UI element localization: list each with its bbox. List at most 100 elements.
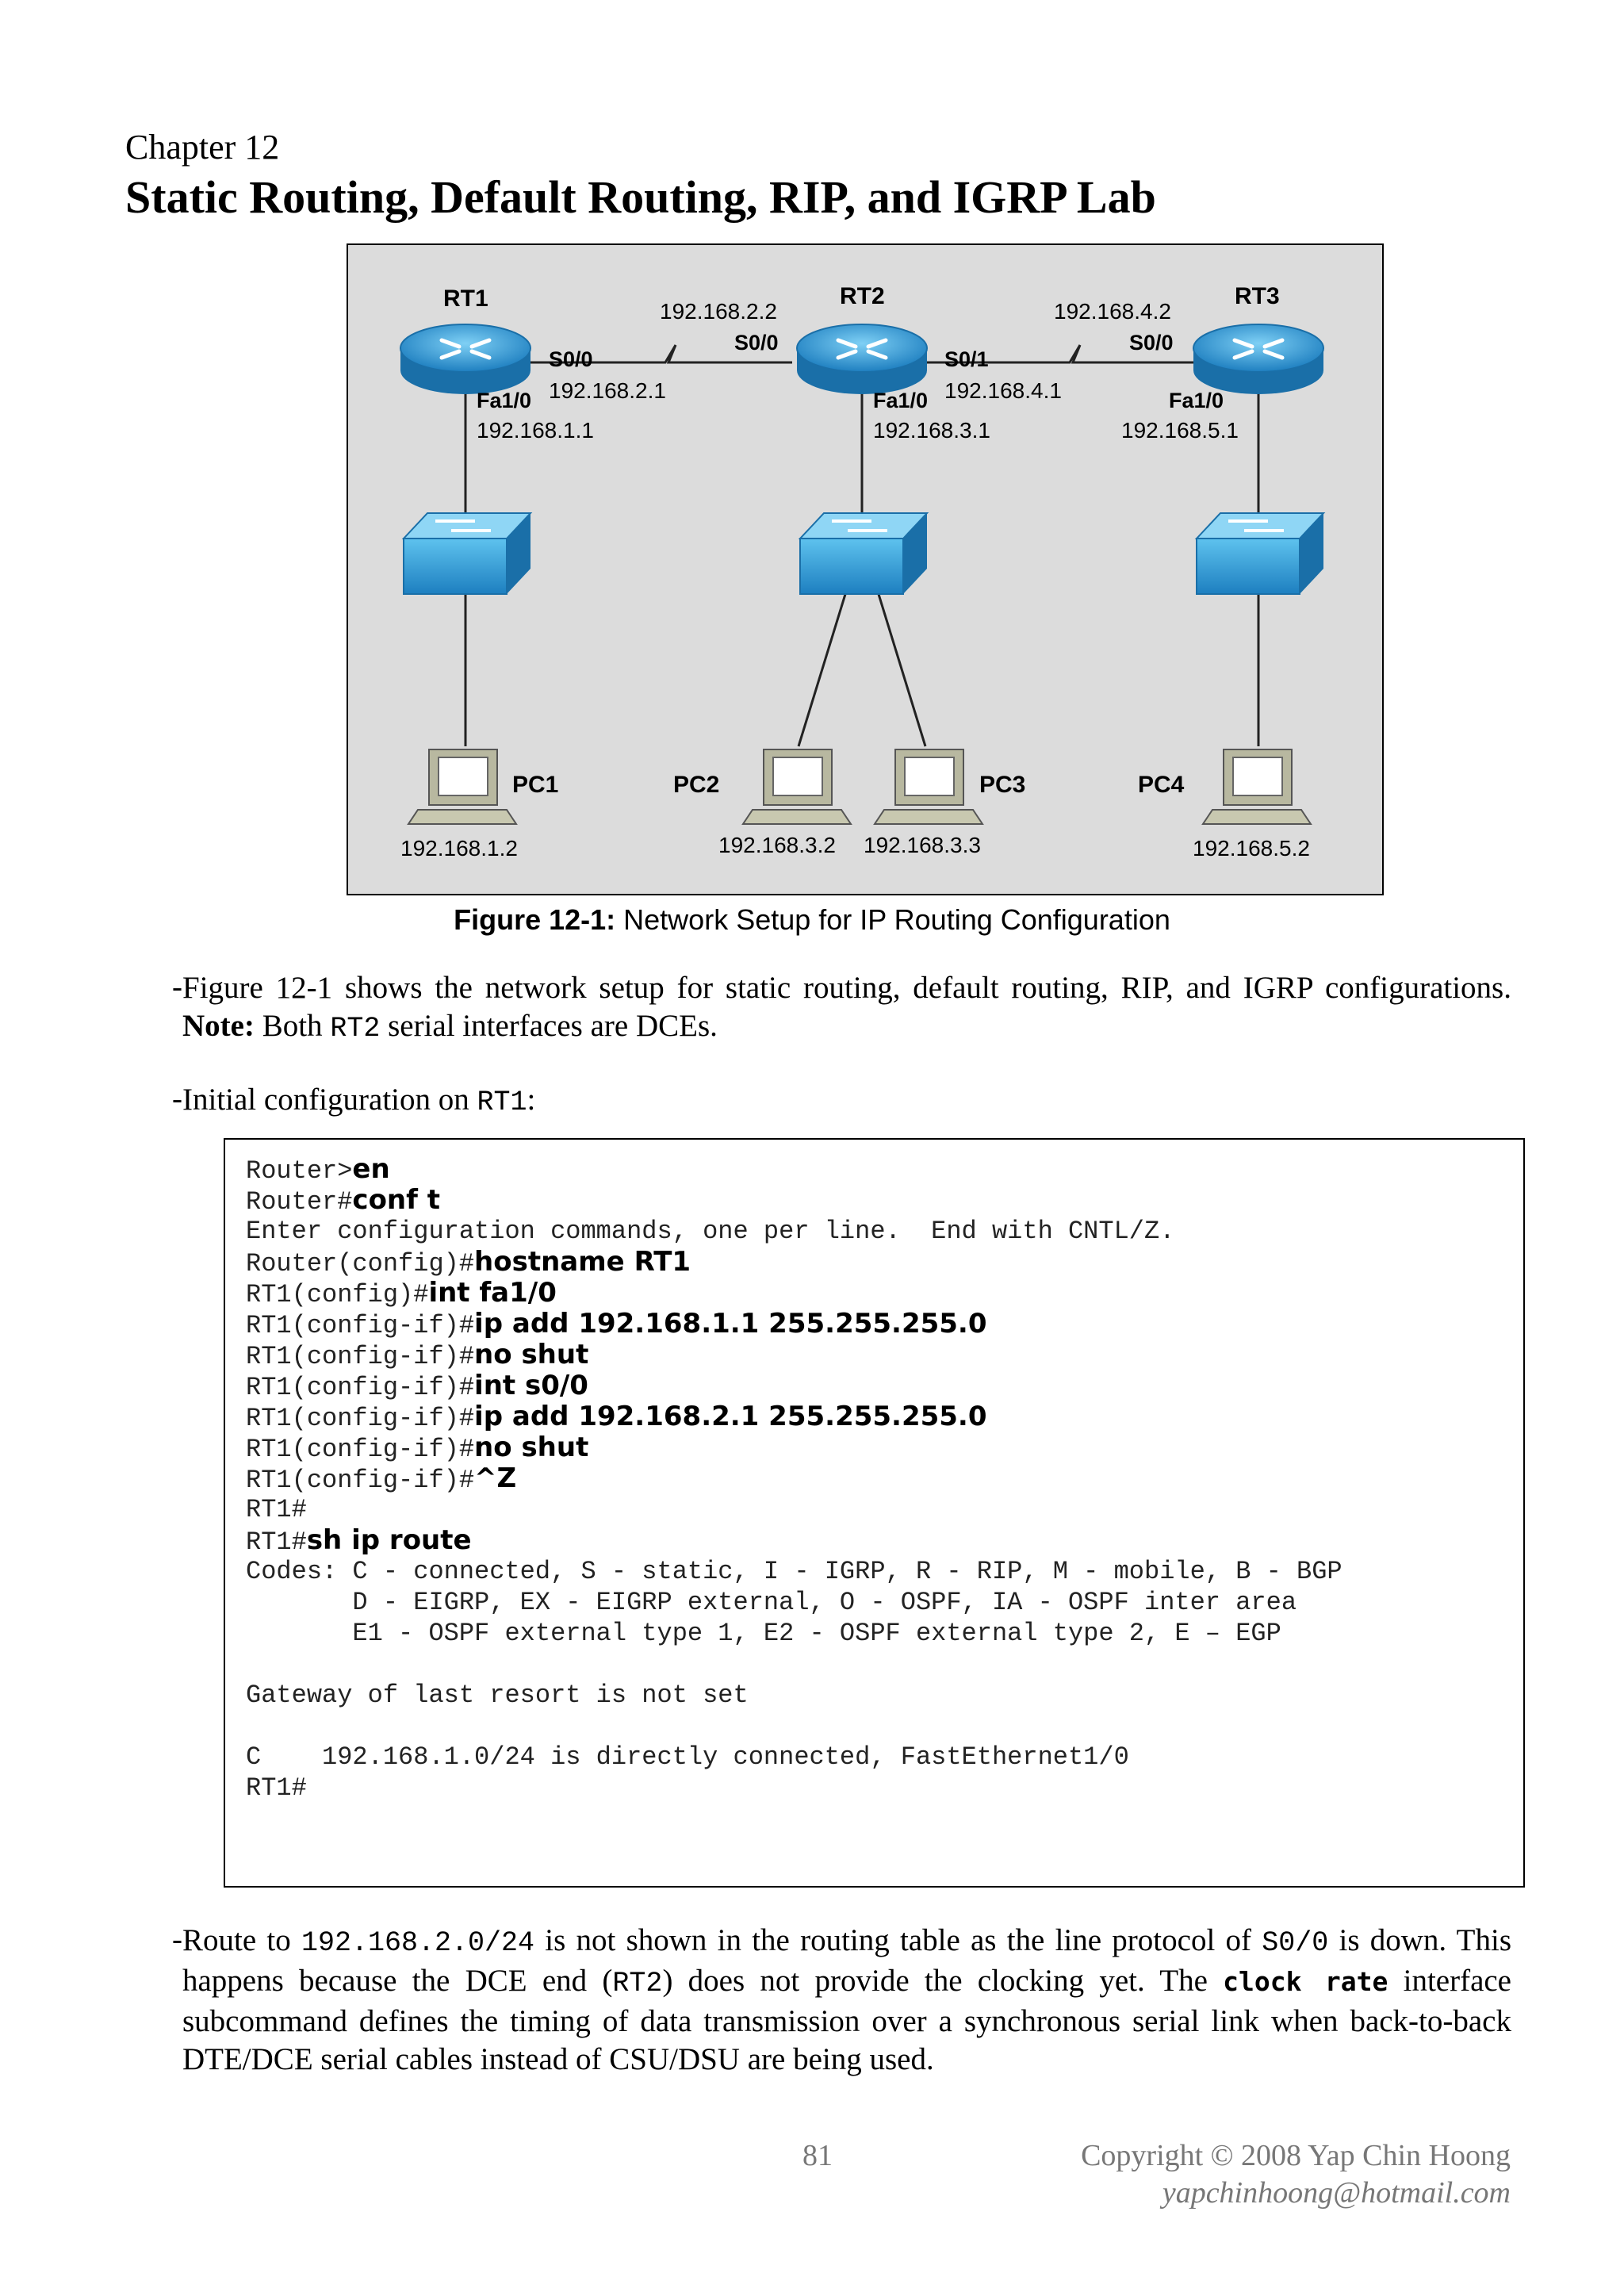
paragraph-3: Route to 192.168.2.0/24 is not shown in … xyxy=(182,1922,1511,2079)
rt1-fa-ip: 192.168.1.1 xyxy=(477,418,594,443)
console-prompt: RT1(config-if)# xyxy=(246,1404,475,1433)
console-line: Router>en xyxy=(246,1153,1342,1186)
console-prompt: RT1(config-if)# xyxy=(246,1466,475,1495)
rt3-s0-ip: 192.168.4.2 xyxy=(1054,299,1171,324)
console-prompt: Router> xyxy=(246,1156,353,1186)
paragraph-1-text: Figure 12-1 shows the network setup for … xyxy=(182,971,1511,1005)
console-line: E1 - OSPF external type 1, E2 - OSPF ext… xyxy=(246,1618,1342,1649)
console-prompt: Router# xyxy=(246,1187,353,1217)
console-prompt: RT1# xyxy=(246,1527,307,1557)
rt3-fa-ip: 192.168.5.1 xyxy=(1121,418,1239,443)
paragraph-3-text: is down. This happens because the DCE en… xyxy=(182,1923,1512,1998)
page-number: 81 xyxy=(802,2139,833,2172)
console-line: RT1(config)#int fa1/0 xyxy=(246,1277,1342,1310)
console-line: RT1#sh ip route xyxy=(246,1524,1342,1558)
code-rt1: RT1 xyxy=(477,1087,527,1118)
pc-3 xyxy=(873,749,984,825)
rt2-s1-label: S0/1 xyxy=(944,347,989,371)
pc2-ip: 192.168.3.2 xyxy=(718,833,836,857)
paragraph-1-text-b: Both xyxy=(254,1009,331,1043)
console-prompt: RT1(config-if)# xyxy=(246,1435,475,1464)
console-command: no shut xyxy=(474,1432,589,1463)
serial-link-rt2-rt3 xyxy=(864,344,1197,364)
console-command: int fa1/0 xyxy=(428,1277,557,1309)
router-rt3-name: RT3 xyxy=(1235,283,1280,309)
pc3-ip: 192.168.3.3 xyxy=(864,833,981,857)
link-switch2-pc2 xyxy=(797,591,848,747)
switch-3 xyxy=(1194,512,1326,595)
author-email: yapchinhoong@hotmail.com xyxy=(1162,2176,1511,2210)
paragraph-3-text: is not shown in the routing table as the… xyxy=(534,1923,1262,1957)
pc-2 xyxy=(741,749,852,825)
console-command: no shut xyxy=(474,1339,589,1370)
router-rt2-name: RT2 xyxy=(840,283,885,309)
console-line: Router#conf t xyxy=(246,1184,1342,1217)
paragraph-1: Figure 12-1 shows the network setup for … xyxy=(182,969,1511,1048)
pc3-name: PC3 xyxy=(979,772,1025,798)
bullet-dash: - xyxy=(172,1922,182,1957)
pc-1 xyxy=(407,749,518,825)
bullet-dash: - xyxy=(172,970,182,1004)
console-prompt: Router(config)# xyxy=(246,1249,475,1278)
console-line: RT1(config-if)#ip add 192.168.1.1 255.25… xyxy=(246,1309,1342,1341)
rt2-s0-ip: 192.168.2.2 xyxy=(660,299,777,324)
paragraph-3-text: ) does not provide the clocking yet. The xyxy=(662,1964,1224,1998)
figure-caption: Figure 12-1: Network Setup for IP Routin… xyxy=(0,903,1624,937)
console-prompt: E1 - OSPF external type 1, E2 - OSPF ext… xyxy=(246,1619,1281,1648)
rt3-fa-label: Fa1/0 xyxy=(1169,389,1224,412)
console-line: Gateway of last resort is not set xyxy=(246,1680,1342,1711)
console-prompt: RT1# xyxy=(246,1773,307,1803)
console-prompt: Enter configuration commands, one per li… xyxy=(246,1217,1175,1246)
pc-4 xyxy=(1201,749,1312,825)
copyright-notice: Copyright © 2008 Yap Chin Hoong xyxy=(1081,2139,1511,2172)
console-prompt: RT1(config-if)# xyxy=(246,1311,475,1340)
console-command: ^Z xyxy=(474,1462,517,1494)
paragraph-3-text: interface subcommand defines the timing … xyxy=(182,1964,1511,2076)
console-prompt: Codes: C - connected, S - static, I - IG… xyxy=(246,1557,1342,1586)
router-rt3 xyxy=(1193,324,1324,394)
console-command: conf t xyxy=(352,1184,441,1216)
code-clock-rate: clock rate xyxy=(1223,1966,1388,1997)
rt2-fa-label: Fa1/0 xyxy=(873,389,928,412)
pc4-name: PC4 xyxy=(1138,772,1185,798)
console-prompt: D - EIGRP, EX - EIGRP external, O - OSPF… xyxy=(246,1588,1297,1617)
console-line: RT1(config-if)#^Z xyxy=(246,1462,1342,1496)
router-rt1 xyxy=(400,324,531,394)
rt1-s0-label: S0/0 xyxy=(549,347,593,371)
network-diagram-svg: RT1 RT2 RT3 S0/0 192.168.2.1 Fa1/0 192.1… xyxy=(400,283,1326,861)
pc4-ip: 192.168.5.2 xyxy=(1193,836,1310,861)
rt2-s1-ip: 192.168.4.1 xyxy=(944,378,1062,403)
console-prompt: RT1(config)# xyxy=(246,1280,429,1309)
router-rt1-name: RT1 xyxy=(443,286,488,312)
switch-1 xyxy=(401,512,533,595)
console-line: RT1(config-if)#int s0/0 xyxy=(246,1370,1342,1403)
paragraph-1-text-c: serial interfaces are DCEs. xyxy=(380,1009,718,1043)
console-command: en xyxy=(352,1153,390,1185)
paragraph-3-text: Route to xyxy=(182,1923,301,1957)
figure-caption-number: Figure 12-1: xyxy=(454,903,616,936)
paragraph-2-colon: : xyxy=(527,1083,536,1117)
console-line: RT1(config-if)#ip add 192.168.2.1 255.25… xyxy=(246,1401,1342,1434)
pc1-ip: 192.168.1.2 xyxy=(400,836,518,861)
console-line xyxy=(246,1711,1342,1742)
paragraph-2: Initial configuration on RT1: xyxy=(182,1081,1511,1121)
console-line: Router(config)#hostname RT1 xyxy=(246,1247,1342,1279)
figure-caption-text: Network Setup for IP Routing Configurati… xyxy=(615,903,1170,936)
console-command: sh ip route xyxy=(306,1524,472,1556)
serial-link-rt1-rt2 xyxy=(467,344,792,364)
rt3-s0-label: S0/0 xyxy=(1129,331,1174,355)
console-command: ip add 192.168.2.1 255.255.255.0 xyxy=(474,1401,987,1432)
page-title: Static Routing, Default Routing, RIP, an… xyxy=(125,171,1156,223)
switch-2 xyxy=(798,512,929,595)
chapter-label: Chapter 12 xyxy=(125,128,280,167)
bullet-dash: - xyxy=(172,1082,182,1116)
router-rt2 xyxy=(796,324,928,394)
code-rt2: RT2 xyxy=(612,1968,663,1999)
paragraph-2-text: Initial configuration on xyxy=(182,1083,477,1117)
console-line: C 192.168.1.0/24 is directly connected, … xyxy=(246,1742,1342,1773)
rt2-s0-label: S0/0 xyxy=(734,331,779,355)
links xyxy=(464,344,1260,747)
code-rt2: RT2 xyxy=(330,1013,381,1045)
